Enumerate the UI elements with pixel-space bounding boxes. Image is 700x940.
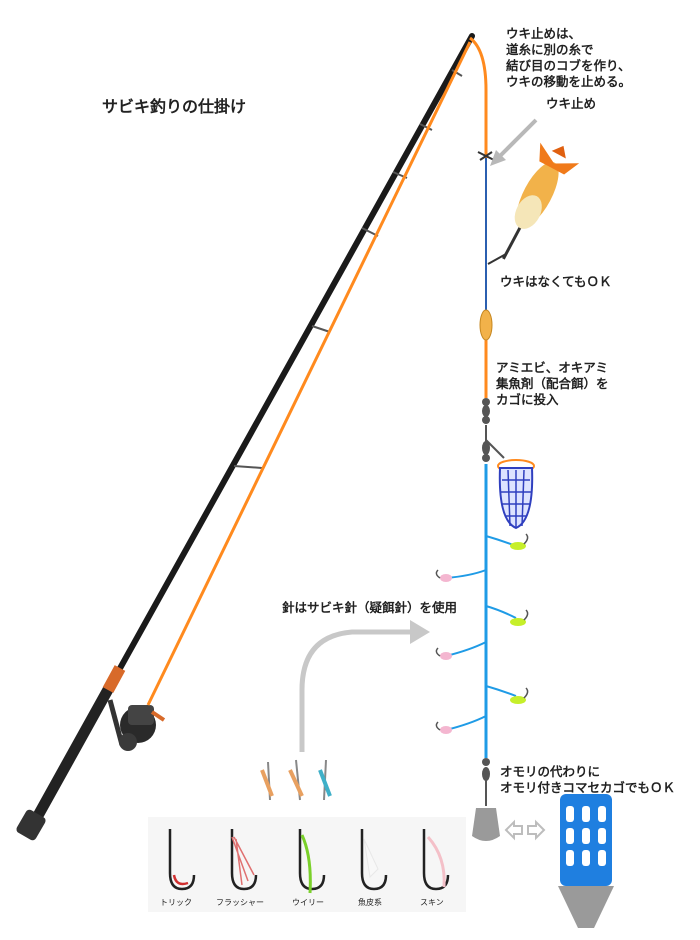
line-sinker-icon bbox=[479, 309, 493, 341]
uki-stopper-knot bbox=[477, 151, 495, 161]
main-line-on-rod bbox=[146, 41, 472, 706]
sample-lures-icon bbox=[260, 759, 332, 801]
page-title: サビキ釣りの仕掛け bbox=[102, 97, 247, 116]
equivalence-arrow bbox=[504, 819, 546, 841]
hook-types-illustration bbox=[168, 829, 450, 894]
hook-type-label: スキン bbox=[420, 898, 444, 907]
spinning-reel bbox=[107, 699, 166, 751]
sabiki-hooks bbox=[445, 535, 517, 731]
fishing-rod bbox=[16, 33, 475, 841]
float-icon bbox=[502, 142, 580, 260]
hook-usage-label: 針はサビキ針（疑餌針）を使用 bbox=[282, 600, 458, 615]
hook-type-label: フラッシャー bbox=[216, 898, 264, 907]
main-line bbox=[469, 36, 488, 158]
uki-stopper-label: ウキ止め bbox=[546, 96, 597, 111]
uki-stopper-arrow bbox=[494, 118, 538, 162]
hook-callout-arrow bbox=[299, 620, 430, 752]
sinker-alternative-label: オモリの代わりに オモリ付きコマセカゴでもＯＫ bbox=[500, 764, 676, 795]
chum-label: アミエビ、オキアミ 集魚剤（配合餌）を カゴに投入 bbox=[496, 360, 609, 407]
sinker-icon bbox=[472, 758, 500, 841]
lure-pink bbox=[440, 574, 452, 734]
hook-points bbox=[435, 533, 529, 731]
hook-type-label: トリック bbox=[160, 898, 192, 907]
chum-basket-icon bbox=[497, 459, 535, 530]
float-optional-label: ウキはなくてもＯＫ bbox=[500, 274, 612, 289]
hook-type-label: ウイリー bbox=[292, 898, 324, 907]
hook-type-label: 魚皮系 bbox=[358, 898, 382, 907]
swivel-icon bbox=[482, 398, 505, 462]
uki-stopper-description: ウキ止めは、 道糸に別の糸で 結び目のコブを作り、 ウキの移動を止める。 bbox=[506, 26, 632, 89]
lure-chartreuse bbox=[510, 542, 526, 704]
komase-cage-icon bbox=[558, 794, 614, 928]
hook-types-panel: トリック フラッシャー ウイリー 魚皮系 スキン bbox=[148, 817, 466, 912]
